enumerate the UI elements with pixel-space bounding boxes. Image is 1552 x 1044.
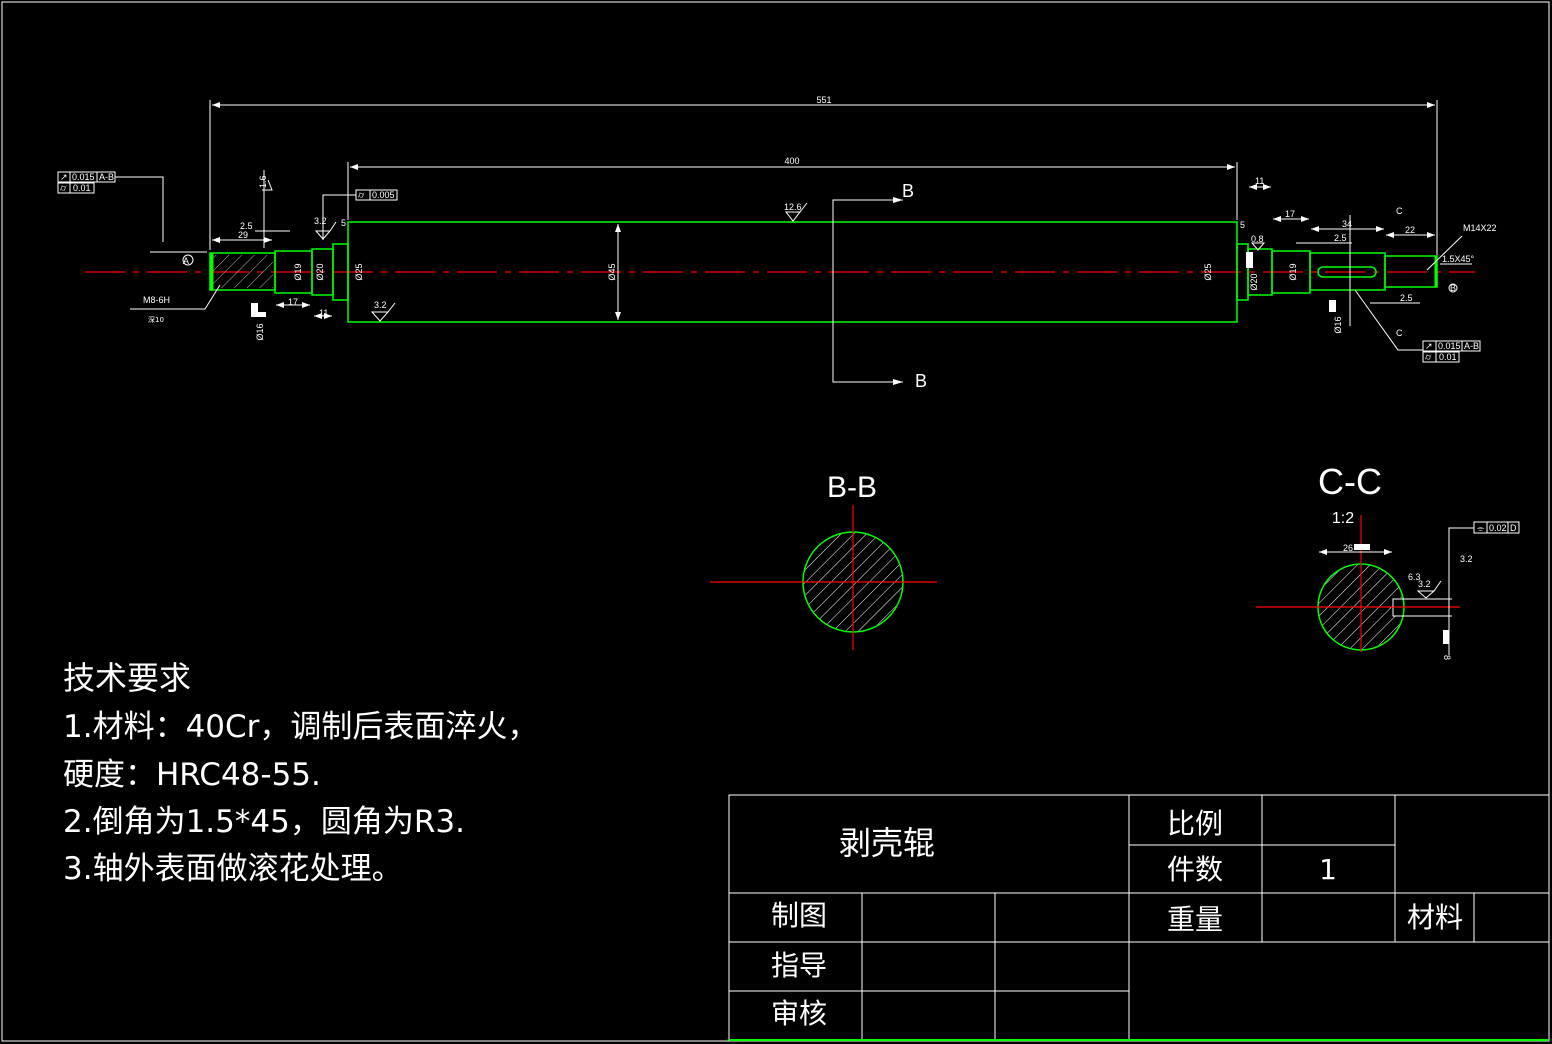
section-cc-title: C-C	[1318, 461, 1382, 502]
section-bb-view: B-B	[710, 471, 937, 650]
dim-d45: Ø45	[607, 263, 617, 280]
right-d25: Ø25	[1203, 263, 1213, 280]
right-dim-17: 17	[1285, 209, 1295, 219]
left-roughness-32: 3.2	[314, 216, 327, 226]
dim-overall-length: 551	[816, 95, 831, 105]
tech-req-heading: 技术要求	[63, 659, 191, 697]
tech-req-line-3: 2.倒角为1.5*45，圆角为R3.	[63, 804, 465, 840]
section-cc-sym-datum: D	[1510, 523, 1517, 533]
section-cc-roughness-b: 3.2	[1418, 579, 1431, 589]
svg-text:⌯: ⌯	[1477, 523, 1485, 533]
section-label-b-top: B	[902, 181, 914, 201]
left-end-annotations: ↗⌭ 0.015 A-B 0.01 A 1.6 29 2.5 17 11 5 Ø…	[57, 170, 398, 341]
title-block: 剥壳辊 比例 件数 1 重量 材料 制图 指导 审核	[728, 794, 1550, 1041]
right-end-annotations: 11 5 17 34 2.5 22 2.5 C C Ø25 Ø20 Ø19 Ø1…	[1203, 176, 1497, 363]
review-label: 审核	[771, 997, 827, 1030]
right-dim-11: 11	[1255, 176, 1264, 186]
tech-req-line-2: 硬度：HRC48-55.	[63, 757, 321, 793]
section-cc-view: C-C 1:2 26 6.3 3.2 3.2 ⌯ 0.02 D 8	[1256, 461, 1520, 660]
left-dim-17: 17	[288, 297, 298, 307]
right-chamfer: 1.5X45°	[1442, 254, 1475, 264]
material-label: 材料	[1407, 901, 1463, 934]
svg-text:⌭: ⌭	[1425, 352, 1432, 362]
section-cc-sym-tol: 0.02	[1489, 523, 1507, 533]
left-d25: Ø25	[354, 263, 364, 280]
dimensions: 551 400 Ø45 12.6	[209, 95, 1438, 320]
left-roughness-16: 1.6	[258, 175, 268, 188]
scale-label: 比例	[1167, 807, 1223, 840]
left-dim-2-5: 2.5	[240, 221, 253, 231]
svg-text:⌭: ⌭	[60, 183, 67, 193]
right-dim-2-5-top: 2.5	[1334, 233, 1347, 243]
left-dim-11: 11	[319, 308, 328, 318]
right-datum-b: B	[1450, 283, 1456, 293]
right-roughness-08: 0.8	[1251, 234, 1264, 244]
section-cc-roughness-a: 6.3	[1408, 572, 1421, 582]
left-runout-datum: A-B	[99, 172, 114, 182]
section-cc-depth: 8	[1442, 655, 1452, 660]
dim-roll-length: 400	[784, 156, 799, 166]
right-thread: M14X22	[1463, 223, 1497, 233]
section-cc-roughness-c: 3.2	[1460, 554, 1473, 564]
part-name: 剥壳辊	[839, 824, 935, 862]
left-dim-29: 29	[238, 230, 248, 240]
left-d20: Ø20	[315, 263, 325, 280]
qty-label: 件数	[1167, 853, 1223, 886]
section-label-b-bottom: B	[915, 371, 927, 391]
left-runout-tol: 0.015	[72, 172, 95, 182]
drawn-label: 制图	[771, 899, 827, 932]
section-bb-title: B-B	[827, 471, 877, 504]
section-c-top: C	[1396, 206, 1403, 216]
svg-text:⌭: ⌭	[358, 190, 365, 200]
left-dim-5: 5	[341, 218, 346, 228]
right-dim-22: 22	[1405, 225, 1415, 235]
tech-req-line-1: 1.材料：40Cr，调制后表面淬火，	[63, 709, 538, 745]
left-thread: M8-6H	[143, 295, 170, 305]
svg-text:↗: ↗	[60, 172, 68, 182]
right-cyl-tol: 0.01	[1439, 352, 1457, 362]
weight-label: 重量	[1167, 903, 1223, 936]
svg-text:↗: ↗	[1425, 341, 1433, 351]
left-d19: Ø19	[293, 263, 303, 280]
section-cc-width: 26	[1343, 543, 1353, 553]
qty-value: 1	[1319, 853, 1337, 886]
tech-requirements: 技术要求 1.材料：40Cr，调制后表面淬火， 硬度：HRC48-55. 2.倒…	[63, 659, 538, 887]
tech-req-line-4: 3.轴外表面做滚花处理。	[63, 851, 403, 887]
section-b-cut: B B	[832, 181, 927, 391]
left-datum-a: A	[183, 256, 189, 266]
left-cyl-tol: 0.01	[73, 183, 91, 193]
left-roughness-body: 3.2	[374, 300, 387, 310]
guide-label: 指导	[771, 949, 827, 982]
left-depth: 深10	[148, 315, 164, 324]
section-c-bottom: C	[1396, 328, 1403, 338]
right-d16: Ø16	[1333, 316, 1343, 333]
shaft-outline	[209, 221, 1438, 323]
section-cc-scale: 1:2	[1332, 510, 1354, 527]
roughness-body: 12.6	[784, 202, 802, 212]
left-d16: Ø16	[255, 323, 265, 340]
left-cyl-tol-shoulder: 0.005	[372, 190, 395, 200]
right-runout-tol: 0.015	[1438, 341, 1461, 351]
right-dim-34: 34	[1342, 219, 1352, 229]
right-d20: Ø20	[1249, 273, 1259, 290]
right-runout-datum: A-B	[1464, 341, 1479, 351]
right-dim-5: 5	[1240, 220, 1245, 230]
right-d19: Ø19	[1288, 263, 1298, 280]
right-dim-2-5-bottom: 2.5	[1400, 293, 1413, 303]
